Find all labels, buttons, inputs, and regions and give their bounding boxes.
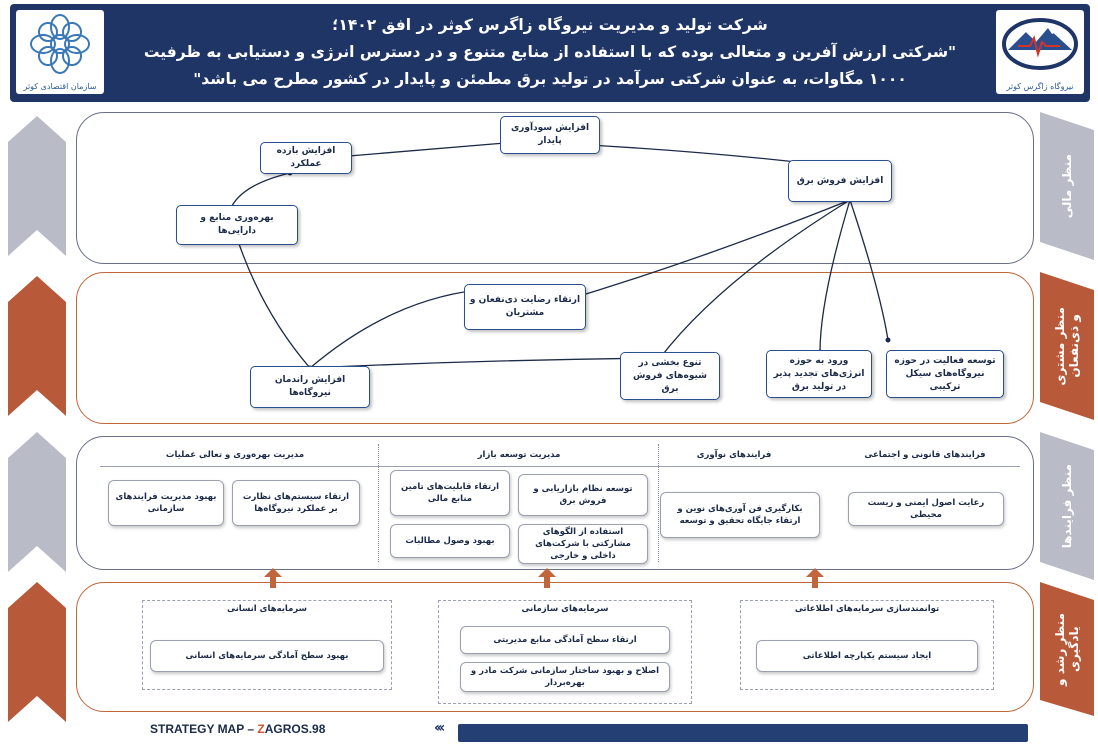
box-receivables: بهبود وصول مطالبات <box>390 524 510 558</box>
logo-left-caption: سازمان اقتصادی کوثر <box>23 82 97 91</box>
process-ops-header: مدیریت بهره‌وری و تعالی عملیات <box>165 450 305 460</box>
box-partnership-models: استفاده از الگوهای مشارکتی با شرکت‌های د… <box>518 524 648 564</box>
customer-perspective-label: منظر مشتری و ذی‌نفعان <box>1040 272 1094 420</box>
node-sales-increase: افزایش فروش برق <box>788 160 892 202</box>
learning-info-header: توانمندسازی سرمایه‌های اطلاعاتی <box>794 604 940 614</box>
node-renewables: ورود به حوزه انرژی‌های تجدید پذیر در تول… <box>766 350 872 398</box>
node-equity-return: افزایش بازده عملکرد <box>260 142 352 174</box>
customer-label-text: منظر مشتری و ذی‌نفعان <box>1053 306 1081 386</box>
process-divider-2 <box>658 444 659 562</box>
learning-human-header: سرمایه‌های انسانی <box>226 604 308 614</box>
financial-perspective-label: منظر مالی <box>1040 112 1094 260</box>
footer-title-z: Z <box>257 722 265 736</box>
box-integrated-info-system: ایجاد سیستم یکپارچه اطلاعاتی <box>756 640 978 672</box>
section-org-capital <box>438 600 692 704</box>
logo-right-caption: نیروگاه زاگرس کوثر <box>1006 82 1074 91</box>
chevron-left-icon: ‹‹‹ <box>434 720 445 736</box>
node-asset-productivity: بهره‌وری منابع و دارایی‌ها <box>176 205 298 245</box>
section-human-capital <box>142 600 392 690</box>
box-monitoring-systems: ارتقاء سیستم‌های نظارت بر عملکرد نیروگاه… <box>232 480 360 526</box>
process-label-text: منظر فرایندها <box>1060 463 1074 549</box>
box-human-readiness: بهبود سطح آمادگی سرمایه‌های انسانی <box>150 640 384 672</box>
financial-band-shape <box>8 116 66 256</box>
footer-title-prefix: STRATEGY MAP – <box>150 722 258 736</box>
box-new-technologies: بکارگیری فن آوری‌های نوین و ارتقاء جایگا… <box>660 492 820 538</box>
up-arrow-icon <box>264 568 282 588</box>
box-safety-environment: رعایت اصول ایمنی و زیست محیطی <box>848 492 1004 526</box>
node-diversify-sales: تنوع بخشی در شیوه‌های فروش برق <box>620 352 720 400</box>
learning-org-header: سرمایه‌های سازمانی <box>521 604 609 614</box>
footer-bar <box>458 724 1028 742</box>
learning-perspective-label: منظر رشد و یادگیری <box>1040 582 1094 730</box>
vision-line-3: ۱۰۰۰ مگاوات، به عنوان شرکتی سرآمد در تول… <box>193 70 907 88</box>
process-divider-1 <box>378 444 379 562</box>
box-management-readiness: ارتقاء سطح آمادگی منابع مدیریتی <box>460 626 670 654</box>
learning-label-text: منظر رشد و یادگیری <box>1053 612 1081 686</box>
process-band-shape <box>8 432 66 572</box>
up-arrow-icon <box>538 568 556 588</box>
footer-title: STRATEGY MAP – ZAGROS.98 <box>150 722 325 736</box>
header-banner: سازمان اقتصادی کوثر شرکت تولید و مدیریت … <box>10 4 1090 102</box>
node-plant-efficiency: افزایش راندمان نیروگاه‌ها <box>250 366 370 408</box>
up-arrow-icon <box>806 568 824 588</box>
footer-title-suffix: AGROS.98 <box>264 722 326 736</box>
process-legal-header: فرایندهای قانونی و اجتماعی <box>864 450 986 460</box>
vision-statement: شرکت تولید و مدیریت نیروگاه زاگرس کوثر د… <box>118 12 982 93</box>
mountain-power-icon: نیروگاه زاگرس کوثر <box>996 10 1084 94</box>
box-marketing-system: توسعه نظام بازاریابی و فروش برق <box>518 474 648 516</box>
node-sustainable-profit: افزایش سودآوری پایدار <box>500 116 600 154</box>
box-org-structure: اصلاح و بهبود ساختار سازمانی شرکت مادر و… <box>460 662 670 692</box>
learning-band-shape <box>8 582 66 722</box>
financial-label-text: منظر مالی <box>1060 153 1074 219</box>
box-financing-capability: ارتقاء قابلیت‌های تامین منابع مالی <box>390 470 510 516</box>
section-info-capital <box>740 600 994 690</box>
process-header-rule <box>100 466 1020 467</box>
vision-line-2: "شرکتی ارزش آفرین و متعالی بوده که با اس… <box>143 43 957 61</box>
process-innovation-header: فرایندهای نوآوری <box>696 450 772 460</box>
customer-band-shape <box>8 276 66 416</box>
box-process-management: بهبود مدیریت فرایندهای سازمانی <box>108 480 224 526</box>
process-market-header: مدیریت توسعه بازار <box>477 450 561 460</box>
node-stakeholder-satisfaction: ارتقاء رضایت ذی‌نفعان و مشتریان <box>464 284 586 330</box>
vision-line-1: شرکت تولید و مدیریت نیروگاه زاگرس کوثر د… <box>332 16 768 34</box>
process-perspective-label: منظر فرایندها <box>1040 432 1094 580</box>
node-combined-cycle: توسعه فعالیت در حوزه نیروگاه‌های سیکل تر… <box>886 350 1004 398</box>
flower-emblem-icon: سازمان اقتصادی کوثر <box>16 10 104 94</box>
